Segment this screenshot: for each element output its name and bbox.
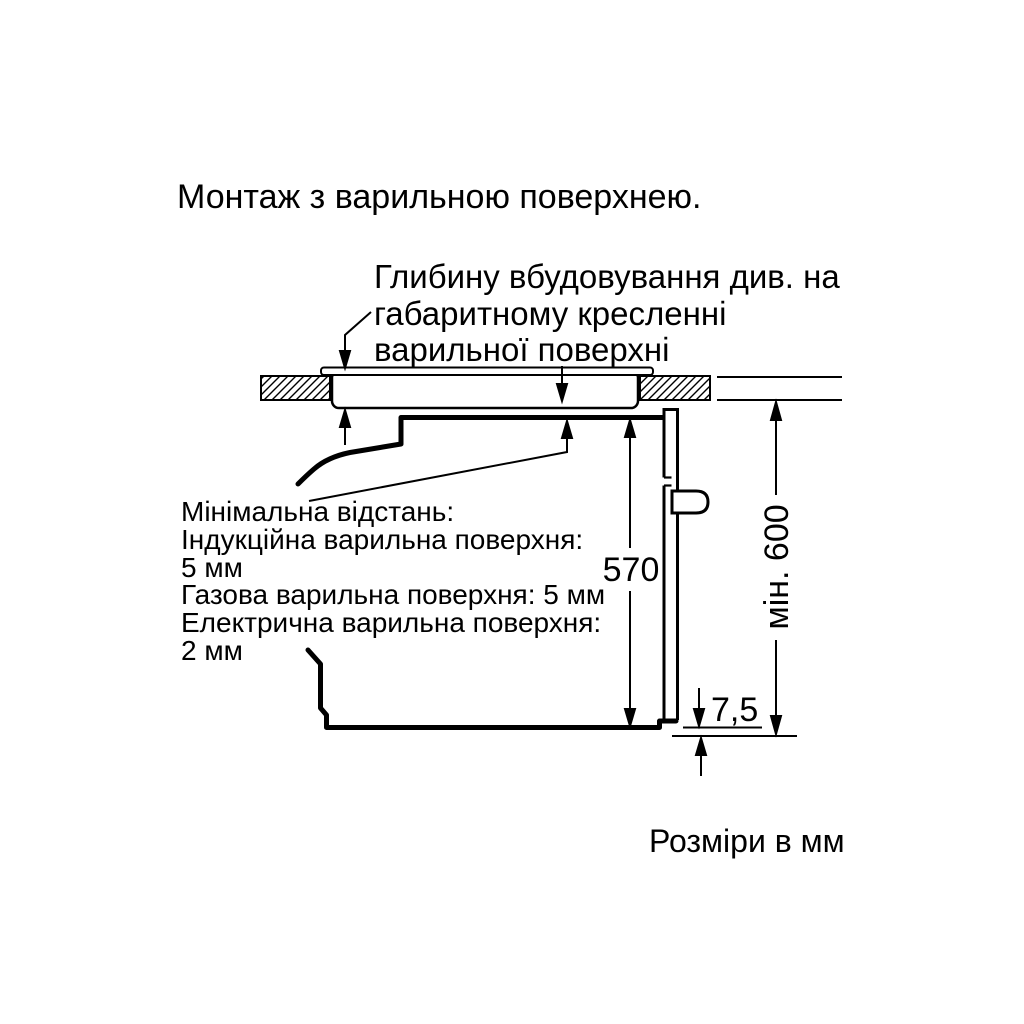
- dim-570-line: [623, 416, 637, 730]
- cooktop-body: [330, 369, 640, 410]
- dim-7-5-lines: [672, 688, 797, 776]
- note-arrowhead: [338, 350, 352, 372]
- embed-depth-arrowhead: [555, 383, 569, 405]
- min-distance-leader: [308, 438, 568, 502]
- oven-cabinet-outline: [295, 415, 679, 730]
- dim-7-5-label: 7,5: [711, 691, 759, 729]
- door-handle: [670, 489, 710, 515]
- door-joint-ticks: [664, 476, 672, 487]
- dim-min-600-line: [769, 398, 783, 738]
- min-distance-heading: Мінімальна відстань:: [181, 496, 455, 527]
- embed-depth-pointers: [338, 311, 569, 405]
- embed-depth-note-line-1: Глибину вбудовування див. на: [374, 258, 840, 295]
- min-distance-arrow-right-head: [560, 417, 574, 439]
- cooktop-flange: [320, 366, 654, 376]
- oven-bottom-outline: [305, 647, 679, 730]
- min-distance-electric-value: 2 мм: [181, 634, 243, 666]
- countertop-surface-lines: [717, 376, 842, 401]
- min-distance-electric: Електрична варильна поверхня:: [181, 607, 602, 639]
- oven-top-outline: [295, 415, 666, 487]
- oven-door-panel: [662, 408, 679, 720]
- countertop-left-section: [260, 375, 331, 401]
- page-title: Монтаж з варильною поверхнею.: [177, 178, 702, 216]
- min-distance-induction-value: 5 мм: [181, 551, 243, 583]
- dim-570-label: 570: [602, 551, 660, 589]
- cooktop: [320, 366, 654, 410]
- countertop-right-section: [639, 375, 711, 401]
- countertop: [260, 375, 842, 401]
- embed-depth-note-line-2: габаритному кресленні: [374, 294, 727, 332]
- min-distance-gas: Газова варильна поверхня: 5 мм: [181, 579, 606, 611]
- min-distance-pointers: [308, 406, 574, 502]
- min-distance-arrow-left-head: [338, 406, 352, 428]
- min-distance-note: Мінімальна відстань: Індукційна варильна…: [181, 498, 605, 665]
- min-distance-induction: Індукційна варильна поверхня:: [181, 523, 584, 555]
- dim-min-600-label: мін. 600: [758, 504, 796, 630]
- embed-depth-note: Глибину вбудовування див. на габаритному…: [374, 258, 840, 369]
- units-note: Розміри в мм: [649, 823, 845, 859]
- embed-depth-note-line-3: варильної поверхні: [374, 331, 670, 368]
